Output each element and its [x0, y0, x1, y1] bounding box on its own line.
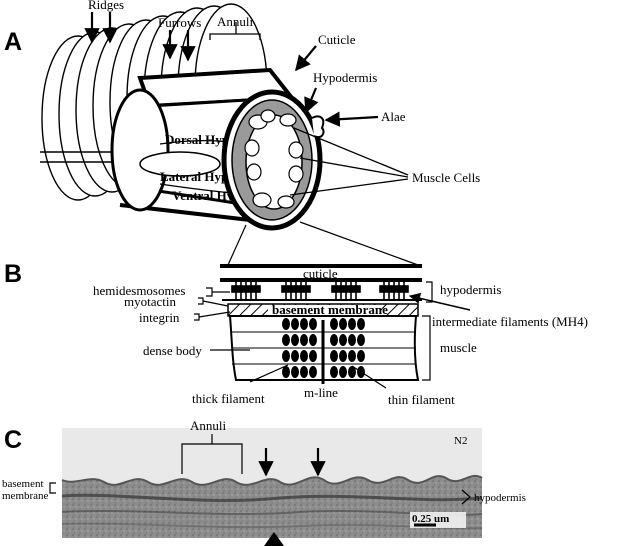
integrin-label: integrin — [139, 310, 180, 325]
lateral-hyp-label: Lateral Hyp — [160, 169, 228, 184]
myotactin-label: myotactin — [124, 294, 176, 309]
hypodermis-label-b: hypodermis — [440, 282, 501, 297]
ventral-hyp-label: Ventral Hyp — [172, 188, 241, 203]
alae-label: Alae — [381, 109, 406, 124]
panel-a-leaders — [209, 22, 409, 196]
thick-filaments — [282, 318, 365, 378]
furrows-label: Furrows — [158, 15, 201, 30]
intermediate-filaments-label: intermediate filaments (MH4) — [432, 314, 588, 329]
hypodermis-label-c: hypodermis — [474, 492, 526, 504]
dense-body-label: dense body — [143, 343, 202, 358]
hemidesmosomes-label: hemidesmosomes — [93, 283, 185, 298]
m-line-label: m-line — [304, 385, 338, 400]
basement-membrane-label-b: basement membrane — [272, 302, 388, 317]
panel-a-arrows — [84, 12, 379, 127]
hypodermis-label-a: Hypodermis — [313, 70, 377, 85]
electron-micrograph — [61, 428, 483, 538]
zoom-line-left — [227, 224, 247, 266]
thick-filament-label: thick filament — [192, 391, 265, 406]
cuticle-label-b: cuticle — [303, 266, 338, 281]
strain-label: N2 — [454, 435, 467, 447]
panel-b: B cuticle — [4, 260, 588, 407]
arrowhead-marker — [264, 532, 284, 546]
hemidesmosome — [281, 280, 311, 300]
lateral-hyp-strip — [139, 151, 221, 177]
panel-c-letter: C — [4, 426, 22, 454]
panel-c: C N2 0.25 um Annuli basement membran — [2, 418, 526, 546]
annuli-label-a: Annuli — [217, 14, 254, 29]
cuticle-label-a: Cuticle — [318, 32, 356, 47]
annuli-label-c: Annuli — [190, 418, 227, 433]
basement-membrane-label-c-line1: basement — [2, 478, 44, 490]
panel-b-letter: B — [4, 260, 22, 288]
hemidesmosome — [331, 280, 361, 300]
scale-bar-label: 0.25 um — [412, 513, 449, 525]
panel-a: A Dorsal Hyp Lateral Hyp Ventral Hyp — [4, 0, 480, 266]
muscle-label: muscle — [440, 340, 477, 355]
hemidesmosome — [379, 280, 409, 300]
panel-c-leaders — [49, 434, 471, 505]
panel-a-letter: A — [4, 28, 22, 56]
basement-membrane-label-bg — [268, 305, 380, 315]
ridges-label: Ridges — [88, 0, 124, 12]
zoom-line-right — [299, 221, 419, 266]
dorsal-hyp-label: Dorsal Hyp — [165, 132, 229, 147]
inner-cylinder-end — [110, 88, 170, 212]
panel-b-leaders — [194, 281, 433, 389]
hemidesmosomes — [231, 280, 409, 300]
muscle-cells-label: Muscle Cells — [412, 170, 480, 185]
hemidesmosome — [231, 280, 261, 300]
if-arrow — [408, 292, 471, 311]
panel-c-arrows — [258, 448, 326, 477]
basement-membrane-label-c-line2: membrane — [2, 490, 49, 502]
thin-filament-label: thin filament — [388, 392, 455, 407]
